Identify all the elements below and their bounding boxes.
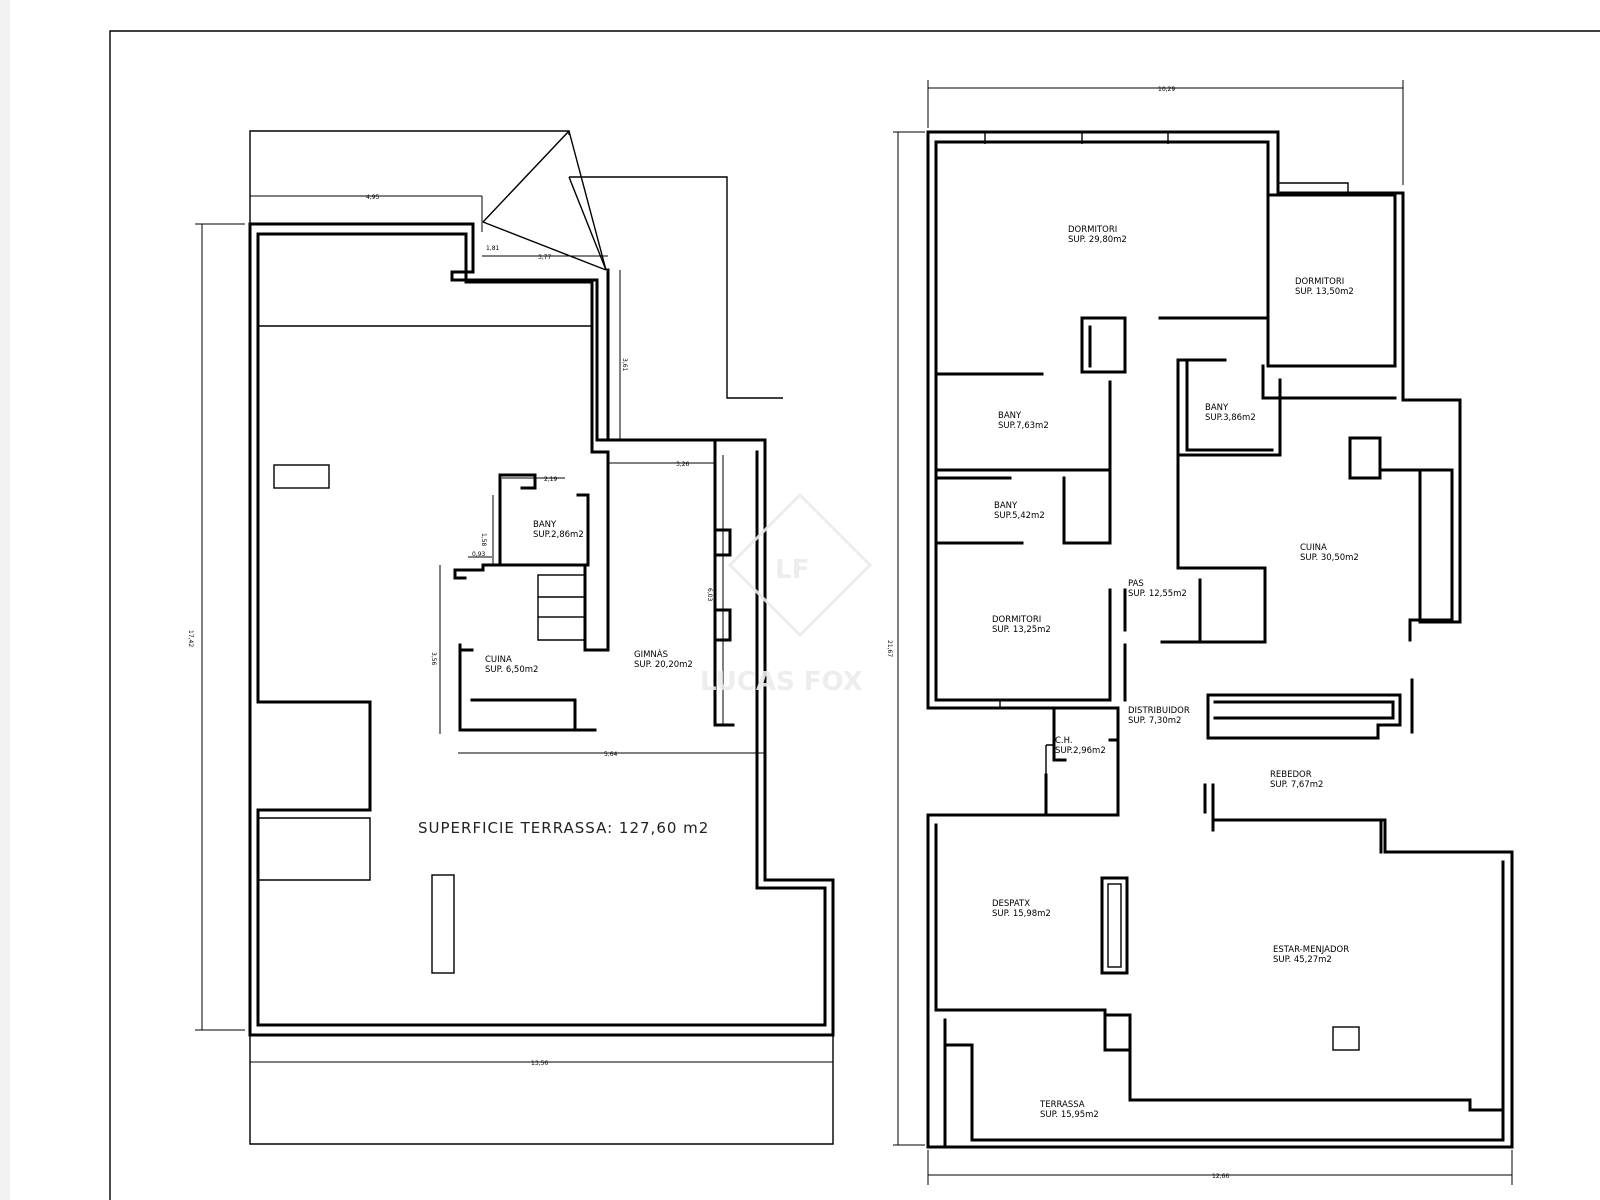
room-name: DORMITORI bbox=[992, 615, 1041, 625]
terrace-surface-label: SUPERFICIE TERRASSA: 127,60 m2 bbox=[418, 819, 709, 837]
dim-label: 21,67 bbox=[886, 640, 893, 657]
room-area: SUP. 15,95m2 bbox=[1040, 1110, 1099, 1120]
terrace-plan: 4,95 1,81 3,77 3,61 3,26 2,19 1,58 0,93 … bbox=[187, 130, 835, 1145]
terrace-outer-wall bbox=[248, 222, 835, 1037]
roof-edge-line bbox=[569, 176, 783, 399]
bath-fixture bbox=[537, 596, 585, 641]
ch-door bbox=[1045, 744, 1054, 800]
dim-label: 3,77 bbox=[538, 254, 552, 261]
roof-vent-box bbox=[273, 464, 330, 489]
fireplace-inner bbox=[1107, 883, 1122, 968]
room-name-bany: BANY bbox=[533, 520, 557, 530]
shower-tray bbox=[537, 574, 586, 618]
room-name: BANY bbox=[998, 411, 1022, 421]
skylight-lines bbox=[482, 130, 607, 271]
planter-left bbox=[258, 817, 371, 881]
room-area: SUP. 13,25m2 bbox=[992, 625, 1051, 635]
dim-label: 17,42 bbox=[187, 630, 194, 647]
room-name-cuina: CUINA bbox=[485, 655, 512, 665]
chimney-box bbox=[431, 874, 455, 974]
window-mark-bedroom bbox=[950, 699, 1001, 708]
dim-label: 1,58 bbox=[480, 533, 487, 547]
dim-label: 1,81 bbox=[486, 245, 500, 252]
room-area: SUP.5,42m2 bbox=[994, 511, 1045, 521]
dim-label: 13,56 bbox=[531, 1060, 548, 1067]
dim-label: 3,56 bbox=[430, 652, 437, 666]
dim-label: 5,64 bbox=[604, 751, 618, 758]
terrace-parapet-outline bbox=[249, 130, 570, 224]
room-area-gimnas: SUP. 20,20m2 bbox=[634, 660, 693, 670]
main-inner-wall bbox=[934, 140, 1454, 702]
room-area: SUP.3,86m2 bbox=[1205, 413, 1256, 423]
main-dimension-lines bbox=[893, 80, 1513, 1185]
room-area: SUP. 15,98m2 bbox=[992, 909, 1051, 919]
room-area: SUP. 30,50m2 bbox=[1300, 553, 1359, 563]
terrace-dimension-lines bbox=[195, 195, 765, 1031]
main-floor-plan: 10,29 21,67 12,66 DORMITORI SUP. 29,80m2… bbox=[886, 80, 1514, 1185]
dim-label: 3,61 bbox=[621, 358, 628, 372]
room-area-cuina: SUP. 6,50m2 bbox=[485, 665, 538, 675]
terrace-bottom-parapet bbox=[249, 1035, 834, 1145]
main-outer-wall bbox=[926, 130, 1514, 1149]
gym-block-wall bbox=[498, 438, 667, 652]
watermark-brand: LUCAS FOX bbox=[700, 667, 863, 697]
dim-label: 12,66 bbox=[1212, 1173, 1229, 1180]
room-name: ESTAR-MENJADOR bbox=[1273, 945, 1349, 955]
dim-label: 0,93 bbox=[472, 551, 486, 558]
room-area: SUP.7,63m2 bbox=[998, 421, 1049, 431]
page-edge bbox=[0, 0, 10, 1200]
room-name-gimnas: GIMNÀS bbox=[634, 648, 668, 660]
terrace-inner-wall bbox=[256, 232, 827, 1027]
room-area: SUP. 45,27m2 bbox=[1273, 955, 1332, 965]
room-area: SUP. 29,80m2 bbox=[1068, 235, 1127, 245]
room-name: DESPATX bbox=[992, 899, 1030, 909]
room-area: SUP. 7,67m2 bbox=[1270, 780, 1323, 790]
living-area-wall bbox=[934, 823, 1505, 1149]
dim-label: 10,29 bbox=[1158, 86, 1175, 93]
room-name: DORMITORI bbox=[1068, 225, 1117, 235]
room-name: REBEDOR bbox=[1270, 770, 1312, 780]
dim-label: 2,19 bbox=[544, 476, 558, 483]
room-name: CUINA bbox=[1300, 543, 1327, 553]
room-name: TERRASSA bbox=[1039, 1100, 1085, 1110]
kitchen-wall bbox=[453, 563, 597, 732]
room-name: BANY bbox=[994, 501, 1018, 511]
skylight-diagonal bbox=[568, 176, 607, 271]
fireplace-block bbox=[1100, 876, 1129, 975]
watermark-diamond-icon bbox=[727, 492, 873, 638]
window-marks-top bbox=[984, 132, 1349, 193]
room-area: SUP. 12,55m2 bbox=[1128, 589, 1187, 599]
dim-label: 4,95 bbox=[366, 194, 380, 201]
room-name: DISTRIBUIDOR bbox=[1128, 706, 1190, 716]
column-box bbox=[1332, 1026, 1360, 1051]
room-name: BANY bbox=[1205, 403, 1229, 413]
room-name: PAS bbox=[1128, 579, 1144, 589]
dim-label: 3,26 bbox=[676, 461, 690, 468]
room-area: SUP. 7,30m2 bbox=[1128, 716, 1181, 726]
distribuidor-wall bbox=[1044, 678, 1414, 854]
watermark-initials: LF bbox=[775, 555, 809, 585]
sheet-border bbox=[109, 30, 1600, 1200]
room-name: C.H. bbox=[1055, 736, 1073, 746]
room-area: SUP. 13,50m2 bbox=[1295, 287, 1354, 297]
room-area-bany: SUP.2,86m2 bbox=[533, 530, 584, 540]
room-area: SUP.2,96m2 bbox=[1055, 746, 1106, 756]
lucas-fox-watermark: LF LUCAS FOX bbox=[700, 492, 873, 697]
dim-label: 6,03 bbox=[706, 588, 713, 602]
room-name: DORMITORI bbox=[1295, 277, 1344, 287]
